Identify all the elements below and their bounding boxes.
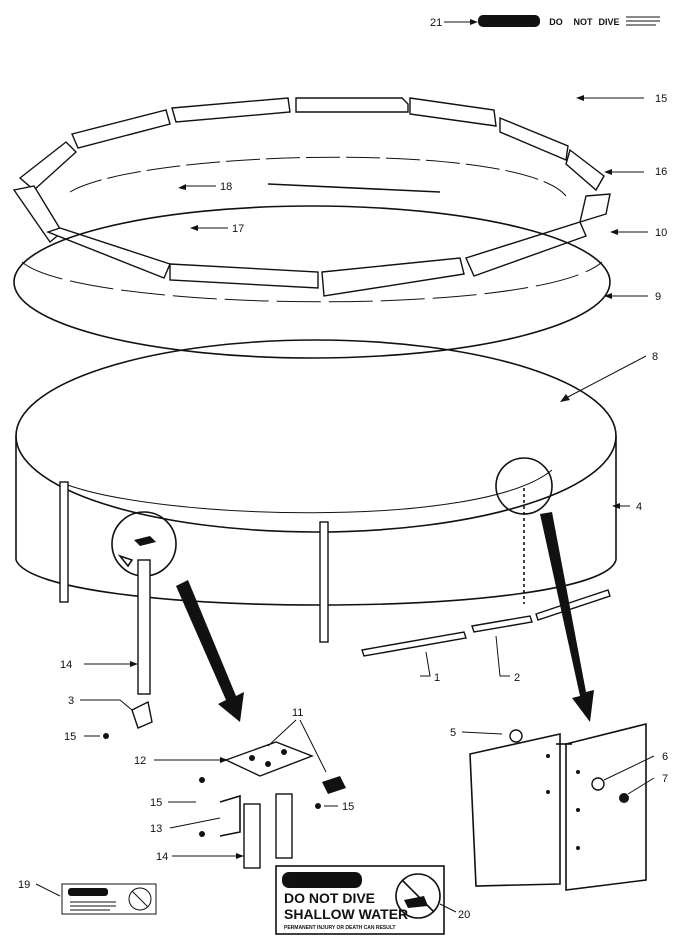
callout-14-left: 14 xyxy=(60,659,72,671)
callout-1: 1 xyxy=(434,672,440,684)
top-decal-label: DANGER xyxy=(491,17,528,27)
callout-10: 10 xyxy=(655,227,667,239)
sign-fine-print: PERMANENT INJURY OR DEATH CAN RESULT xyxy=(284,925,396,931)
callout-8: 8 xyxy=(652,351,658,363)
callout-2: 2 xyxy=(514,672,520,684)
callout-15-top: 15 xyxy=(655,93,667,105)
callout-7: 7 xyxy=(662,773,668,785)
bracket-detail xyxy=(103,700,346,869)
callout-12: 12 xyxy=(134,755,146,767)
top-decal-word1: DO xyxy=(549,17,563,27)
callout-5: 5 xyxy=(450,727,456,739)
sign-line1: DO NOT DIVE xyxy=(284,890,375,906)
detail-arrow-right xyxy=(540,512,594,722)
top-decal-word2: NOT xyxy=(574,17,594,27)
callout-19: 19 xyxy=(18,879,30,891)
callout-15-left: 15 xyxy=(64,731,76,743)
top-rail-caps xyxy=(12,97,611,297)
callout-14-bottom: 14 xyxy=(156,851,168,863)
top-danger-decal: DANGER DO NOT DIVE xyxy=(478,15,660,27)
small-danger-decal xyxy=(61,883,157,915)
danger-sign: DANGER DO NOT DIVE SHALLOW WATER PERMANE… xyxy=(275,865,445,935)
detail-arrow-left xyxy=(176,580,244,722)
callout-15-mid: 15 xyxy=(150,797,162,809)
pool-wall-assembly xyxy=(15,339,617,695)
callout-21: 21 xyxy=(430,17,442,29)
callout-4: 4 xyxy=(636,501,642,513)
leader-lines xyxy=(35,19,655,913)
top-decal-word3: DIVE xyxy=(598,17,619,27)
callout-11: 11 xyxy=(292,707,303,719)
wall-seam-detail xyxy=(469,722,647,891)
sign-label: DANGER xyxy=(296,874,348,888)
sign-line2: SHALLOW WATER xyxy=(284,906,408,922)
callout-9: 9 xyxy=(655,291,661,303)
callout-13: 13 xyxy=(150,823,162,835)
top-rail-ring xyxy=(13,205,611,359)
callout-16: 16 xyxy=(655,166,667,178)
callout-17: 17 xyxy=(232,223,244,235)
callout-20: 20 xyxy=(458,909,470,921)
callout-18: 18 xyxy=(220,181,232,193)
callout-3: 3 xyxy=(68,695,74,707)
callout-15-right: 15 xyxy=(342,801,354,813)
callout-6: 6 xyxy=(662,751,668,763)
